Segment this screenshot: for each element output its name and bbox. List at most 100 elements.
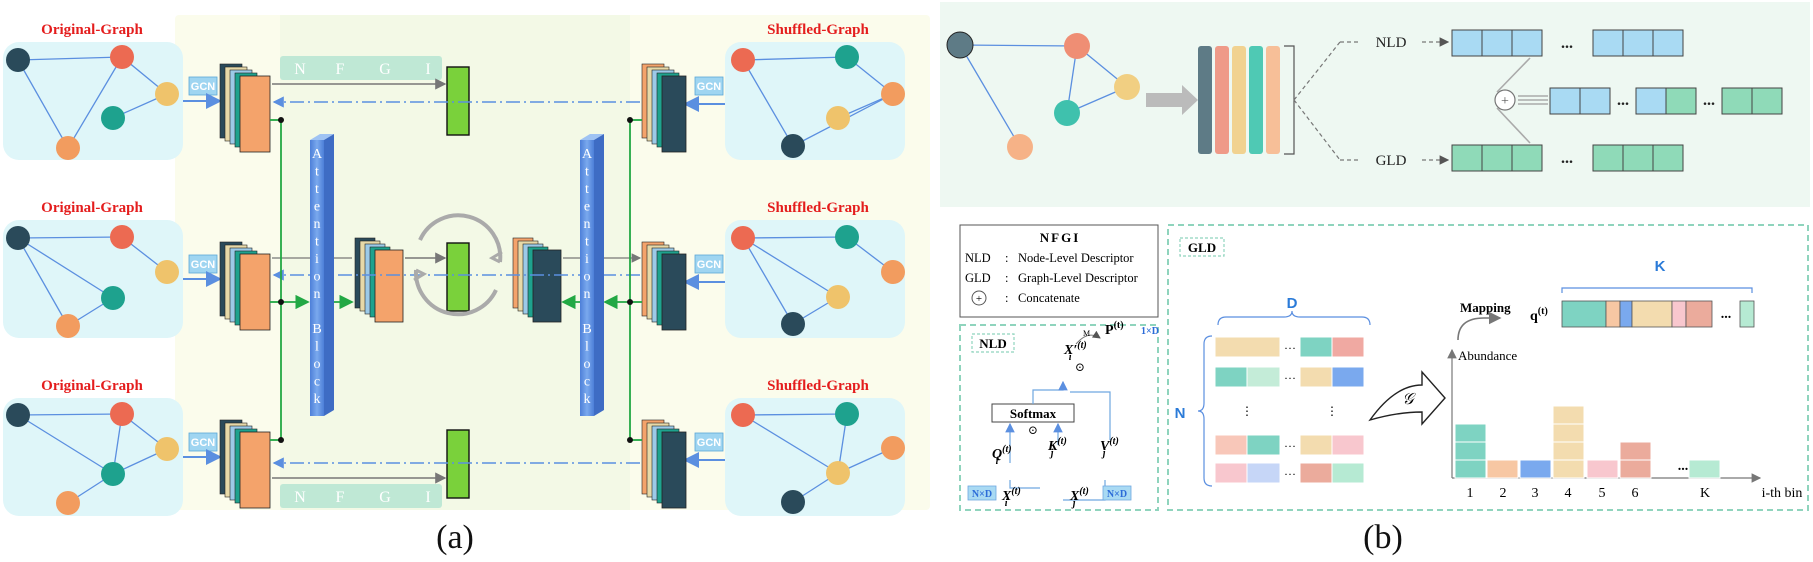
svg-text:GCN: GCN [191,81,216,93]
svg-text:X(t)j: X(t)j [1069,486,1089,509]
feature-stack-left-2 [219,241,271,331]
original-graph-2: Original-Graph [3,200,183,338]
attention-letter: l [315,340,319,355]
attention-letter: i [315,252,319,267]
shuffled-graph-label: Shuffled-Graph [767,378,869,394]
svg-text:G: G [379,61,391,78]
graph-node [1114,74,1140,100]
histogram-cell [1454,459,1487,479]
svg-text:Mapping: Mapping [1460,300,1511,315]
split-dashes [1293,37,1450,165]
graph-node [826,106,850,130]
feature-stack-left-3 [219,419,271,509]
svg-text:X′(t)i: X′(t)i [1063,340,1087,363]
big-right-arrow [1146,85,1198,115]
svg-text:K: K [1655,258,1666,275]
svg-text:N×D: N×D [972,489,992,500]
graph-node [1064,33,1090,59]
svg-text:NLD: NLD [965,251,991,265]
graph-node [731,48,755,72]
original-graph-3: Original-Graph [3,378,183,516]
histogram-cell [1552,423,1585,443]
svg-text:GCN: GCN [191,437,216,449]
svg-text:N: N [294,489,306,506]
svg-text::: : [1005,291,1008,305]
histogram-cell [1552,441,1585,461]
gld-detail-box: GLD D N ··· [1167,224,1809,511]
original-graph-1: Original-Graph [3,22,183,160]
graph-node [56,491,80,515]
svg-text:···: ··· [1284,439,1296,453]
attention-letter: t [315,235,319,250]
histogram-cell [1552,405,1585,425]
graph-node [781,134,805,158]
graph-node [781,312,805,336]
green-summary-bar-top [446,66,470,136]
svg-text::: : [1005,251,1008,265]
svg-text:N: N [1175,405,1186,422]
graph-node [110,402,134,426]
x-tick-label: K [1700,486,1710,501]
svg-text:M: M [1083,329,1090,338]
green-summary-bar-center [446,242,470,312]
original-graph-label: Original-Graph [41,378,143,394]
gld-title: GLD [1188,240,1216,255]
graph-node [101,286,125,310]
attention-letter: o [314,270,321,285]
graph-node [56,136,80,160]
nld-title: NLD [979,336,1006,351]
graph-node [826,285,850,309]
svg-text:⊙: ⊙ [1075,360,1085,374]
svg-text:⋮: ⋮ [1326,404,1338,418]
histogram-cell [1454,441,1487,461]
graph-node [110,45,134,69]
histogram-cell [1454,423,1487,443]
x-axis-label: i-th bin [1762,486,1803,501]
attention-letter: n [584,287,591,302]
gld-label: GLD [1376,153,1407,169]
attention-letter: i [585,252,589,267]
graph-node [1007,134,1033,160]
attention-letter: t [585,235,589,250]
graph-node [155,260,179,284]
histogram-cell [1486,459,1519,479]
svg-text:...: ... [1617,92,1629,109]
attention-letter: n [314,217,321,232]
svg-text:GCN: GCN [697,259,722,271]
gcn-badge-left-2: GCN [183,254,222,287]
svg-text:...: ... [1721,307,1732,322]
graph-node [835,45,859,69]
graph-node [731,403,755,427]
attention-letter: n [584,217,591,232]
dashdot-lines [272,96,640,469]
nld-detail-box: NLD Softmax X′(t)i ⊙ P(t) 1×D M ⊙ [959,320,1159,511]
svg-text:V(t)j: V(t)j [1100,436,1119,459]
histogram-cell [1619,459,1652,479]
attention-letter: k [314,392,321,407]
x-tick-label: 1 [1467,486,1474,501]
svg-text:...: ... [1561,150,1573,167]
graph-node [6,403,30,427]
graph-node [835,402,859,426]
feature-stack-left-1 [219,63,271,153]
svg-text:Node-Level Descriptor: Node-Level Descriptor [1018,251,1134,265]
histogram-bars [1454,405,1721,479]
panel-b-caption: (b) [1363,519,1403,556]
concat-vector [1549,87,1783,115]
graph-node [101,462,125,486]
svg-text:⋮: ⋮ [1241,404,1253,418]
graph-node [781,490,805,514]
attention-letter: B [312,322,321,337]
gcn-badge-right-1: GCN [683,76,725,112]
attention-letter: t [585,182,589,197]
attention-letter: l [585,340,589,355]
gcn-badge-left-1: GCN [183,76,222,109]
graph-node [6,48,30,72]
graph-node [1054,100,1080,126]
svg-text:...: ... [1561,35,1573,52]
original-graph-label: Original-Graph [41,22,143,38]
